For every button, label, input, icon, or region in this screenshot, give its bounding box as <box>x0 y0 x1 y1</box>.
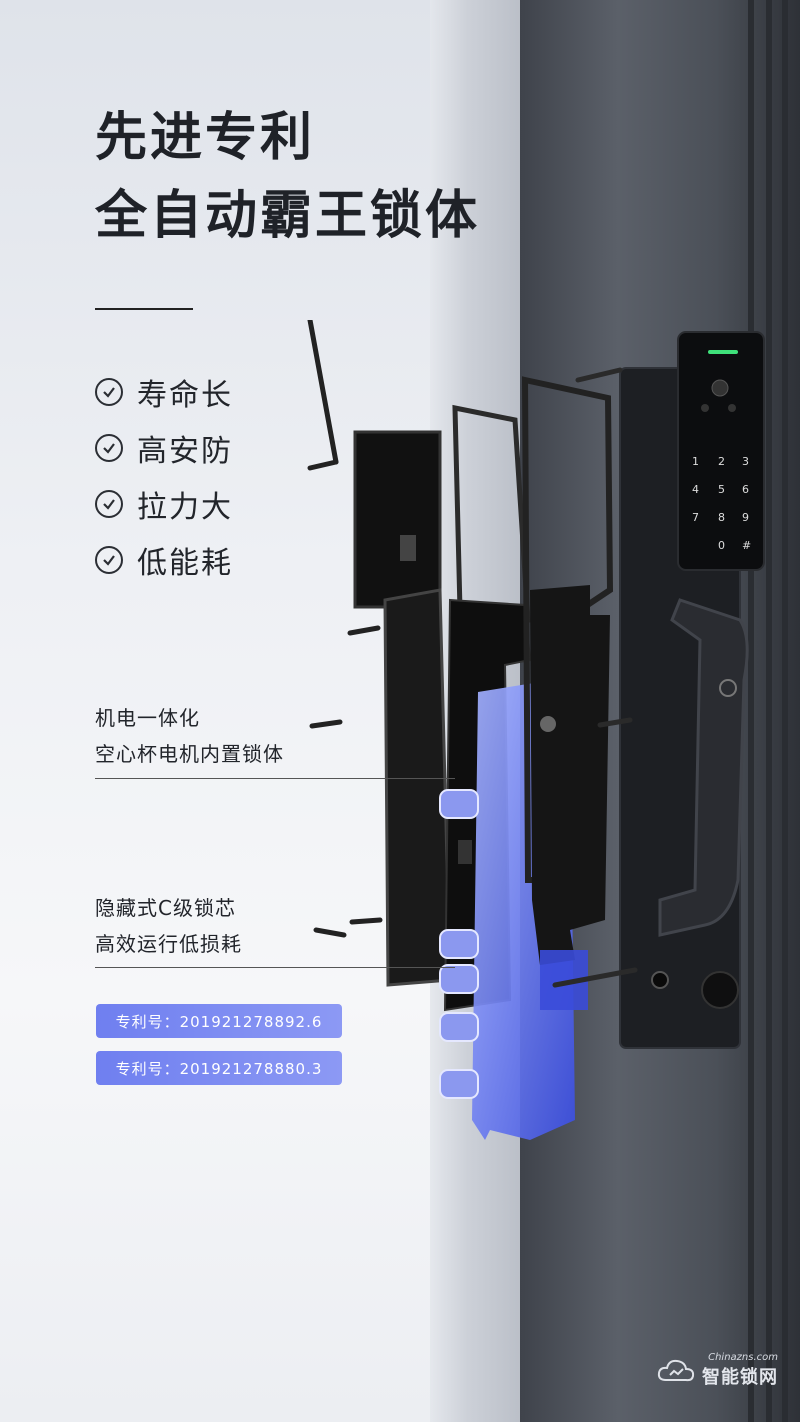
keypad-key: 5 <box>718 483 725 496</box>
keypad-key: 4 <box>692 483 699 496</box>
callout-line: 空心杯电机内置锁体 <box>95 742 284 766</box>
lock-cylinder-slot <box>458 840 472 864</box>
background-left <box>0 0 440 1422</box>
screw-icon <box>307 320 383 938</box>
keypad-key: 0 <box>718 539 725 552</box>
feature-label: 拉力大 <box>137 490 233 525</box>
check-circle-icon <box>95 546 123 574</box>
feature-item: 拉力大 <box>95 482 233 526</box>
check-circle-icon <box>95 490 123 518</box>
keypad-key: 7 <box>692 511 699 524</box>
door-groove <box>748 0 754 1422</box>
thumb-knob <box>701 971 739 1009</box>
camera-icon <box>711 379 729 397</box>
keypad-key: 2 <box>718 455 725 468</box>
cloud-logo-icon <box>657 1359 695 1381</box>
mount-rods <box>552 367 638 988</box>
callout-line: 高效运行低损耗 <box>95 932 242 956</box>
keypad-key: 6 <box>742 483 749 496</box>
door-groove <box>782 0 788 1422</box>
feature-item: 高安防 <box>95 426 233 470</box>
keyhole-icon <box>651 971 669 989</box>
keypad-module <box>677 331 765 571</box>
keypad-keys: 1 2 3 4 5 6 7 8 9 0 # <box>692 455 751 552</box>
feature-label: 高安防 <box>137 434 233 469</box>
callout-line: 机电一体化 <box>95 706 200 730</box>
headline-line1: 先进专利 <box>95 108 316 168</box>
headline-line2: 全自动霸王锁体 <box>95 186 481 246</box>
feature-item: 寿命长 <box>95 370 233 414</box>
keypad-key: # <box>742 539 751 552</box>
front-chassis <box>530 585 610 965</box>
watermark-brand: 智能锁网 <box>702 1367 778 1388</box>
callout-leader-line <box>95 967 455 968</box>
door-groove <box>766 0 772 1422</box>
callout-line: 隐藏式C级锁芯 <box>95 896 236 920</box>
watermark: Chinazns.com 智能锁网 <box>656 1352 778 1389</box>
keypad-key: 1 <box>692 455 699 468</box>
feature-label: 低能耗 <box>137 546 233 581</box>
divider <box>95 308 193 310</box>
patent-badge: 专利号：201921278892.6 <box>96 1004 342 1038</box>
callout-motor: 机电一体化 空心杯电机内置锁体 <box>95 700 284 772</box>
lock-exploded-illustration: 1 2 3 4 5 6 7 8 9 0 # <box>307 320 765 1140</box>
fingerprint-sensor-icon <box>719 679 737 697</box>
patent-badge: 专利号：201921278880.3 <box>96 1051 342 1085</box>
keypad-key: 9 <box>742 511 749 524</box>
keypad-key: 8 <box>718 511 725 524</box>
status-light-icon <box>708 350 738 354</box>
door-handle <box>658 598 749 937</box>
check-circle-icon <box>95 378 123 406</box>
feature-label: 寿命长 <box>137 378 233 413</box>
callout-leader-line <box>95 778 455 779</box>
keypad-key: 3 <box>742 455 749 468</box>
inner-frame <box>383 588 452 987</box>
check-circle-icon <box>95 434 123 462</box>
callout-cylinder: 隐藏式C级锁芯 高效运行低损耗 <box>95 890 242 962</box>
feature-item: 低能耗 <box>95 538 233 582</box>
back-cover <box>353 430 442 609</box>
lock-bolts <box>439 789 479 1099</box>
watermark-url: Chinazns.com <box>708 1352 778 1363</box>
